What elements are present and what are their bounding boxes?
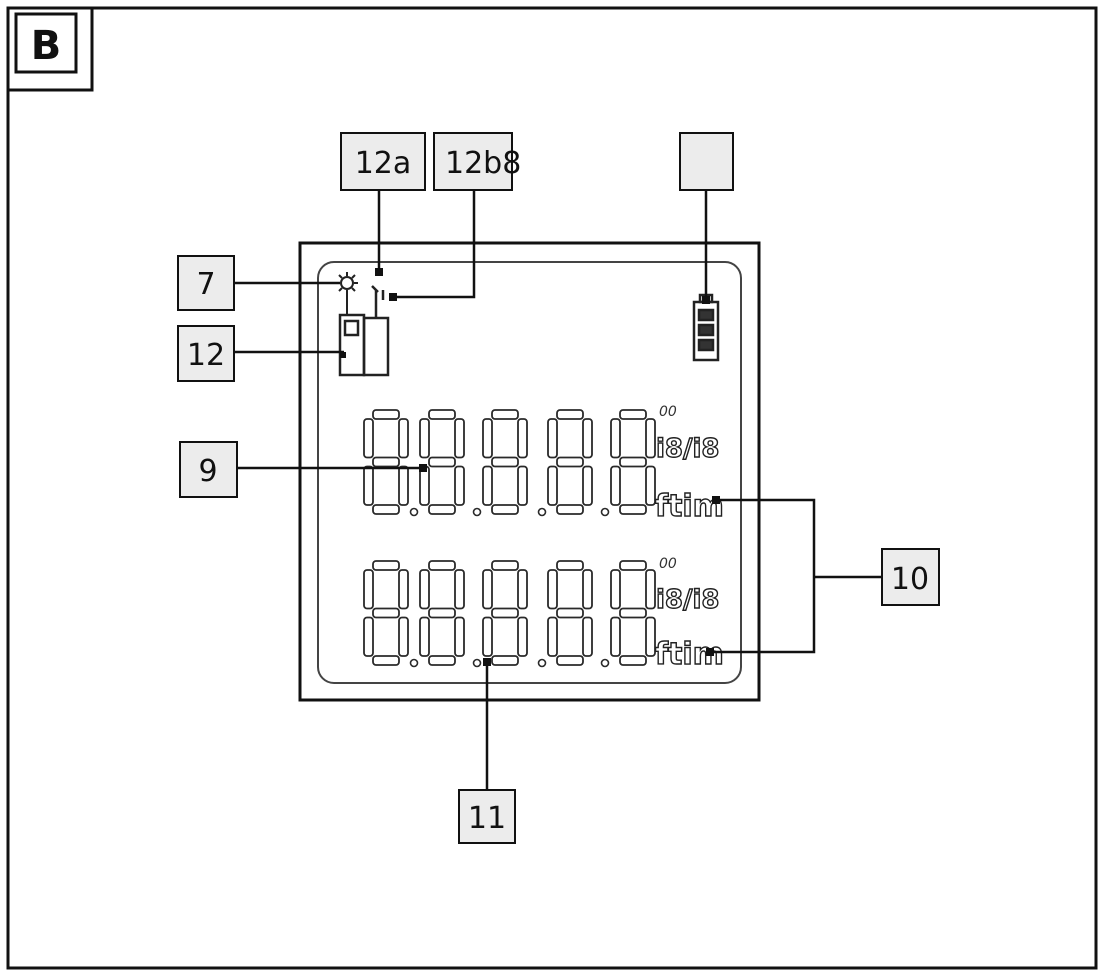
callout-12: 12 <box>177 325 235 382</box>
lower-digit-4 <box>547 560 593 666</box>
lower-digit-2 <box>419 560 465 666</box>
svg-text:12: 12 <box>187 338 225 373</box>
digits-row-lower <box>363 560 656 668</box>
lower-digit-1 <box>363 560 409 666</box>
svg-text:11: 11 <box>468 801 506 836</box>
svg-text:10: 10 <box>891 562 929 597</box>
unit-bottom-upper: ftim <box>655 489 724 524</box>
callout-7: 7 <box>177 255 235 311</box>
digits-row-upper <box>363 409 656 517</box>
upper-decimal-point-4 <box>600 507 610 517</box>
unit-top-lower: 00 <box>659 556 677 572</box>
callout-12a: 12a <box>340 132 426 191</box>
unit-top-upper: 00 <box>659 404 677 420</box>
svg-text:12a: 12a <box>355 146 412 181</box>
upper-decimal-point-1 <box>409 507 419 517</box>
corner-tab-box <box>14 12 78 74</box>
lower-decimal-point-2 <box>472 658 482 668</box>
lower-decimal-point-1 <box>409 658 419 668</box>
upper-decimal-point-2 <box>472 507 482 517</box>
leader-12b <box>393 190 476 299</box>
callout-10: 10 <box>881 548 940 606</box>
callout-9: 9 <box>179 441 238 498</box>
lower-digit-5 <box>610 560 656 666</box>
leader-lines <box>234 190 882 790</box>
sun-icon <box>336 272 358 315</box>
callout-11: 11 <box>458 789 516 844</box>
svg-text:9: 9 <box>198 454 217 489</box>
figure-frame <box>6 6 1098 970</box>
lower-digit-3 <box>482 560 528 666</box>
upper-digit-3 <box>482 409 528 515</box>
svg-text:7: 7 <box>196 267 215 302</box>
lower-decimal-point-4 <box>600 658 610 668</box>
upper-decimal-point-3 <box>537 507 547 517</box>
unit-mid-upper: i8/i8 <box>656 434 720 464</box>
unit-mid-lower: i8/i8 <box>656 585 720 615</box>
corner-tab-frame <box>8 8 94 92</box>
upper-digit-5 <box>610 409 656 515</box>
lcd-inner-screen <box>317 261 742 684</box>
callout-12b: 12b8 <box>433 132 521 191</box>
lower-decimal-point-3 <box>537 658 547 668</box>
upper-digit-1 <box>363 409 409 515</box>
upper-digit-4 <box>547 409 593 515</box>
upper-digit-2 <box>419 409 465 515</box>
leader-dots <box>340 268 720 666</box>
house-icon <box>338 285 390 377</box>
svg-text:12b8: 12b8 <box>445 146 521 181</box>
callout-top-right <box>679 132 734 191</box>
panel-letter: B <box>31 23 62 69</box>
